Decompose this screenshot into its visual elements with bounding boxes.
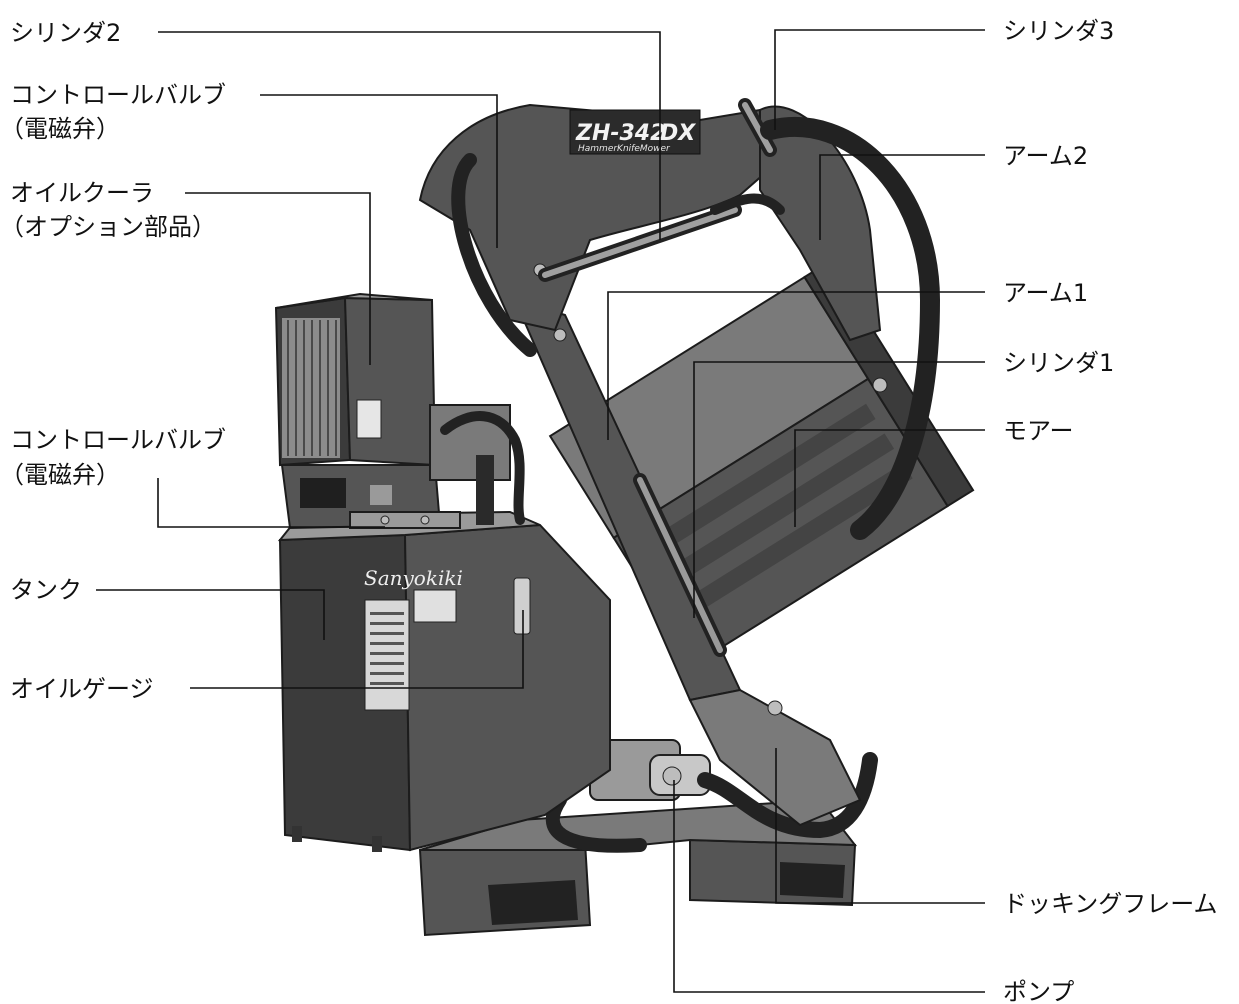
label-oil-gauge: オイルゲージ — [10, 675, 154, 703]
label-cylinder2: シリンダ2 — [10, 19, 121, 47]
leader-cylinder3 — [774, 29, 985, 130]
leader-lines — [96, 29, 985, 993]
leader-arm2 — [819, 154, 985, 240]
leader-oil-gauge — [190, 610, 524, 689]
model-subtitle: HammerKnifeMower — [578, 144, 671, 154]
label-mower: モアー — [1003, 417, 1074, 445]
label-oil-cooler-line2: （オプション部品） — [0, 213, 216, 241]
leader-control-valve-top — [260, 94, 498, 248]
label-arm1: アーム1 — [1003, 279, 1088, 307]
leader-oil-cooler — [185, 192, 371, 365]
label-docking-frame: ドッキングフレーム — [1003, 890, 1218, 918]
label-control-valve-top-line2: （電磁弁） — [0, 115, 120, 143]
callout-labels: シリンダ2 コントロールバルブ （電磁弁） オイルクーラ （オプション部品） コ… — [0, 17, 1218, 1004]
leader-arm1 — [607, 291, 985, 440]
hydraulic-hoses — [451, 116, 941, 540]
label-control-valve-top-line1: コントロールバルブ — [10, 81, 226, 109]
upper-frame: ZH-342 DX HammerKnifeMower — [418, 103, 888, 393]
oil-tank-body: Sanyokiki — [277, 510, 611, 852]
pump-assembly — [545, 739, 878, 853]
label-control-valve-mid-line1: コントロールバルブ — [10, 426, 226, 454]
valve-hoses — [349, 404, 525, 529]
label-oil-cooler-line1: オイルクーラ — [10, 179, 154, 207]
machine-illustration: Sanyokiki — [274, 98, 975, 937]
cylinder-2 — [538, 203, 742, 282]
cylinder-3 — [738, 98, 777, 157]
label-control-valve-mid-line2: （電磁弁） — [0, 461, 120, 489]
label-pump: ポンプ — [1003, 978, 1074, 1004]
label-arm2: アーム2 — [1003, 142, 1088, 170]
leader-cylinder2 — [158, 31, 661, 240]
leader-pump — [673, 780, 985, 993]
leader-control-valve-mid — [157, 478, 385, 528]
cylinder-1 — [633, 473, 727, 657]
label-cylinder1: シリンダ1 — [1003, 349, 1114, 377]
model-suffix: DX — [660, 121, 696, 146]
oil-cooler — [274, 292, 442, 530]
leader-tank — [96, 589, 325, 640]
leader-docking-frame — [775, 748, 985, 904]
leader-cylinder1 — [693, 361, 985, 618]
label-tank: タンク — [10, 576, 82, 604]
leader-mower — [794, 429, 985, 527]
brand-logo: Sanyokiki — [364, 566, 463, 590]
label-cylinder3: シリンダ3 — [1003, 17, 1114, 45]
model-badge: ZH-342 — [575, 121, 665, 146]
